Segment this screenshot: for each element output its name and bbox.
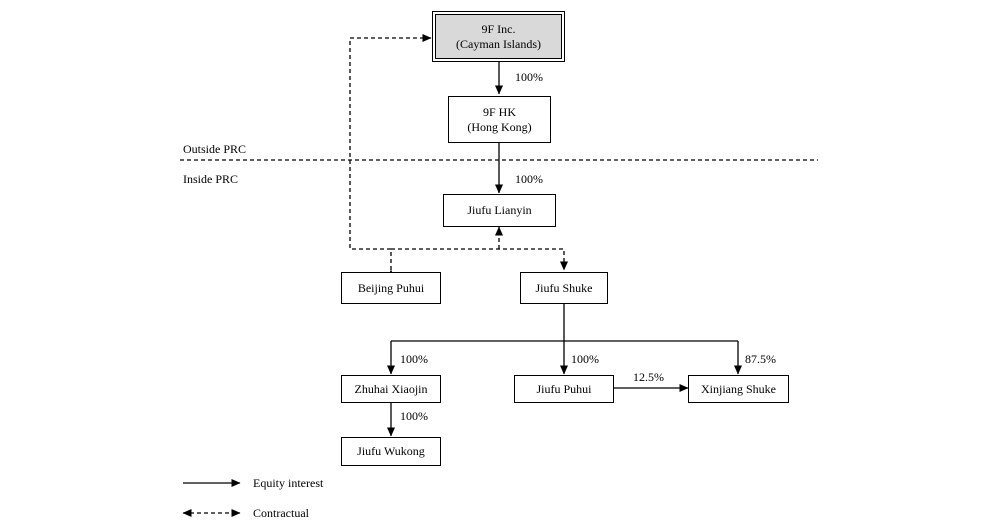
entity-9f-hk-name: 9F HK	[482, 104, 516, 119]
pct-hk-lianyin: 100%	[515, 172, 543, 186]
pct-zhuhai-wukong: 100%	[400, 409, 428, 423]
pct-parent-hk: 100%	[515, 70, 543, 84]
entity-jiufu-puhui: Jiufu Puhui	[514, 375, 614, 403]
entity-jiufu-shuke: Jiufu Shuke	[520, 272, 608, 304]
pct-puhui-xinjiang: 12.5%	[633, 370, 664, 384]
entity-jiufu-shuke-name: Jiufu Shuke	[535, 280, 593, 295]
entity-9f-hk: 9F HK (Hong Kong)	[448, 96, 551, 143]
entity-jiufu-lianyin: Jiufu Lianyin	[443, 194, 556, 227]
pct-shuke-puhui: 100%	[571, 352, 599, 366]
entity-jiufu-wukong: Jiufu Wukong	[341, 437, 441, 466]
pct-shuke-xinjiang: 87.5%	[745, 352, 776, 366]
entity-9f-inc-jurisdiction: (Cayman Islands)	[456, 36, 541, 51]
entity-9f-hk-jurisdiction: (Hong Kong)	[467, 119, 532, 134]
contractual-line-beijing-parent	[349, 34, 432, 279]
entity-jiufu-wukong-name: Jiufu Wukong	[357, 444, 425, 458]
entity-jiufu-lianyin-name: Jiufu Lianyin	[467, 203, 532, 217]
region-inside-prc: Inside PRC	[183, 172, 239, 186]
region-outside-prc: Outside PRC	[183, 142, 247, 156]
entity-zhuhai-xiaojin: Zhuhai Xiaojin	[341, 375, 441, 403]
entity-xinjiang-shuke-name: Xinjiang Shuke	[701, 381, 776, 396]
entity-9f-inc-name: 9F Inc.	[481, 21, 516, 36]
entity-jiufu-puhui-name: Jiufu Puhui	[536, 381, 592, 396]
legend-contractual-label: Contractual	[253, 506, 309, 520]
contractual-line-shuke-lianyin	[391, 248, 568, 271]
entity-beijing-puhui-name: Beijing Puhui	[357, 280, 425, 295]
entity-9f-inc: 9F Inc. (Cayman Islands)	[432, 11, 565, 62]
entity-xinjiang-shuke: Xinjiang Shuke	[688, 375, 789, 403]
legend-equity-label: Equity interest	[253, 476, 324, 490]
entity-beijing-puhui: Beijing Puhui	[341, 272, 441, 304]
entity-zhuhai-xiaojin-name: Zhuhai Xiaojin	[354, 381, 428, 396]
pct-shuke-zhuhai: 100%	[400, 352, 428, 366]
